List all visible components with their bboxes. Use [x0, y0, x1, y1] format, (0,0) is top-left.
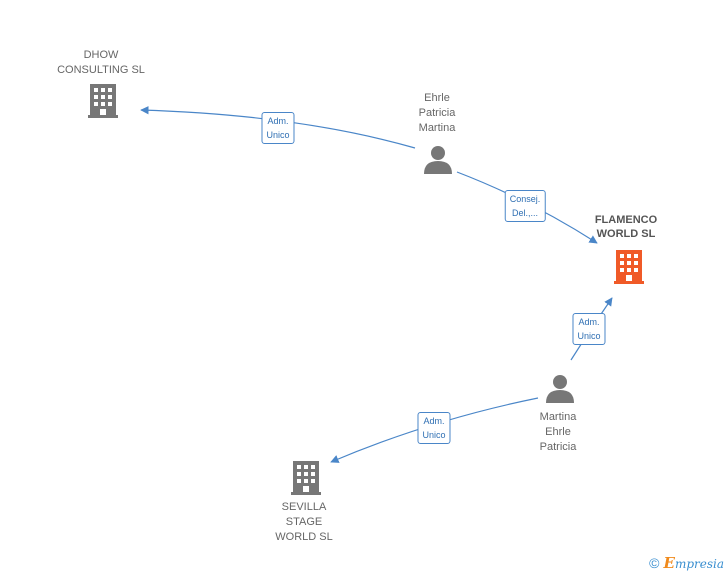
edge-label-adm-unico[interactable]: Adm. Unico	[572, 313, 606, 345]
building-icon[interactable]	[88, 84, 118, 118]
edge-label-adm-unico[interactable]: Adm. Unico	[417, 412, 451, 444]
building-icon[interactable]	[291, 461, 321, 495]
node-label-sevilla[interactable]: SEVILLA STAGE WORLD SL	[275, 501, 333, 543]
person-icon[interactable]	[424, 146, 452, 174]
node-label-martina-ehrle-patricia[interactable]: Martina Ehrle Patricia	[539, 411, 577, 453]
node-label-ehrle-patricia-martina[interactable]: Ehrle Patricia Martina	[418, 92, 456, 134]
node-label-flamenco[interactable]: FLAMENCO WORLD SL	[594, 214, 658, 240]
person-icon[interactable]	[546, 375, 574, 403]
empresia-watermark: © Empresia	[649, 554, 724, 572]
edge-label-adm-unico[interactable]: Adm. Unico	[261, 112, 295, 144]
edge-label-consej-del[interactable]: Consej. Del.,...	[504, 190, 546, 222]
building-icon-main[interactable]	[614, 250, 644, 284]
copyright-icon: ©	[649, 555, 660, 571]
brand-logo: Empresia	[663, 554, 725, 572]
node-label-dhow[interactable]: DHOW CONSULTING SL	[57, 49, 145, 76]
